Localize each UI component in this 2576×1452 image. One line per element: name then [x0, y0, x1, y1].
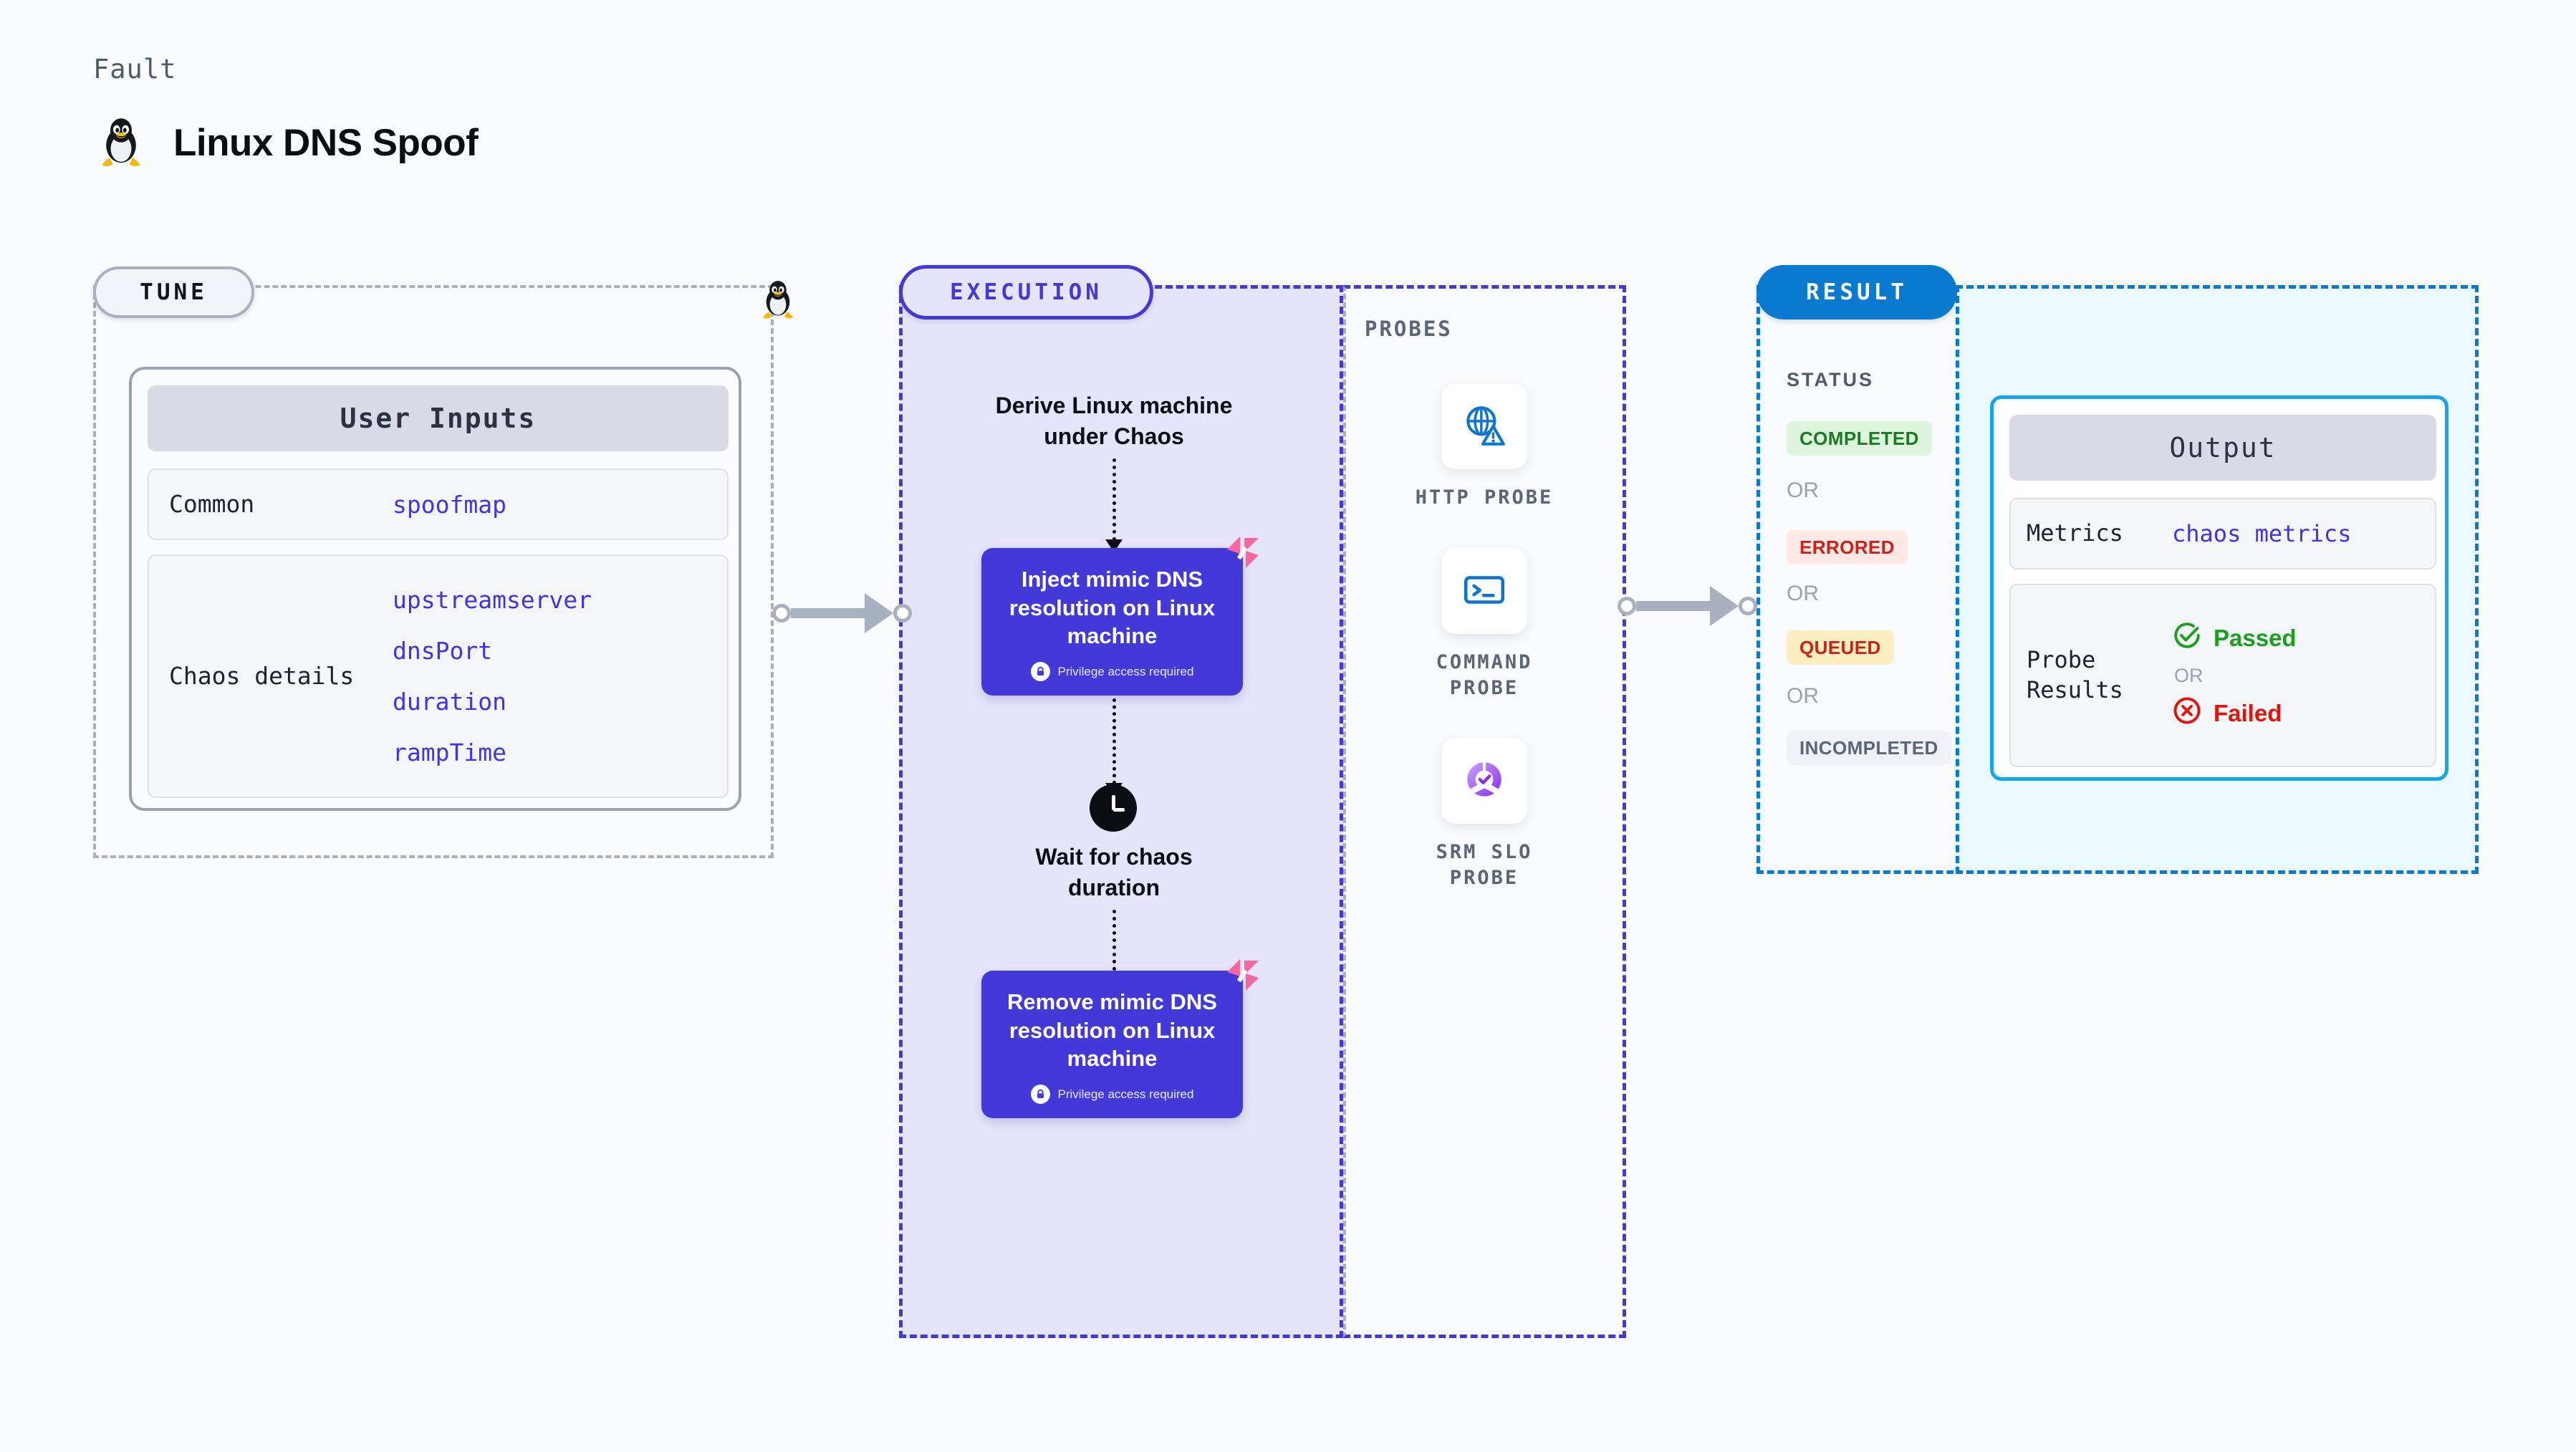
connector-end-dot [893, 604, 912, 622]
tune-value-spoofmap[interactable]: spoofmap [393, 490, 506, 519]
probe-tile [1441, 738, 1527, 824]
connector-probes-to-result [1618, 586, 1757, 626]
execution-arrow-1 [1105, 458, 1123, 552]
page-header: Linux DNS Spoof [95, 115, 479, 171]
output-probe-results-label: Probe Results [2027, 646, 2123, 703]
execution-step-wait-label: Wait for chaos duration [1035, 844, 1193, 901]
lock-icon [1030, 1085, 1050, 1105]
status-badge-queued: QUEUED [1787, 630, 1894, 665]
tune-value-duration[interactable]: duration [393, 688, 506, 716]
probe-result-failed: Failed [2172, 696, 2297, 731]
tune-row-chaos-label: Chaos details [169, 662, 355, 691]
status-or-3: OR [1787, 684, 1819, 708]
x-circle-icon [2172, 696, 2202, 731]
output-row-metrics: Metrics chaos metrics [2009, 498, 2436, 569]
execution-action-remove-sub-text: Privilege access required [1057, 1087, 1194, 1101]
probe-item-http[interactable]: HTTP PROBE [1395, 383, 1574, 511]
tux-penguin-icon [95, 115, 148, 171]
lock-icon [1030, 662, 1050, 682]
result-badge[interactable]: RESULT [1756, 265, 1957, 319]
output-row-probe-results: Probe Results Passed OR [2009, 584, 2436, 767]
execution-badge[interactable]: EXECUTION [899, 265, 1153, 319]
connector-arrowhead-icon [1710, 586, 1739, 626]
probe-tile [1441, 383, 1527, 469]
tune-panel [93, 285, 774, 858]
tune-row-chaos-values: upstreamserver dnsPort duration rampTime [393, 586, 592, 766]
tune-value-ramptime[interactable]: rampTime [393, 739, 506, 766]
tux-penguin-icon-small [757, 278, 799, 319]
tune-value-dnsport[interactable]: dnsPort [393, 637, 493, 665]
execution-action-inject-sub-text: Privilege access required [1057, 664, 1194, 678]
connector-end-dot [1739, 597, 1757, 615]
connector-tune-to-execution [772, 593, 912, 633]
probe-item-command[interactable]: COMMAND PROBE [1395, 548, 1574, 702]
tune-row-chaos-details: Chaos details upstreamserver dnsPort dur… [148, 554, 729, 798]
connector-start-dot [772, 604, 791, 622]
probe-name-command: COMMAND PROBE [1436, 651, 1533, 700]
clock-icon [1090, 784, 1137, 832]
probe-result-or: OR [2174, 664, 2203, 686]
slo-donut-check-icon [1461, 756, 1508, 807]
connector-start-dot [1618, 597, 1636, 615]
status-or-2: OR [1787, 582, 1819, 605]
output-title: Output [2009, 415, 2436, 481]
status-or-1: OR [1787, 479, 1819, 502]
tune-row-common: Common spoofmap [148, 468, 729, 540]
connector-bar [1636, 601, 1711, 611]
output-probe-results-values: Passed OR Failed [2172, 620, 2297, 731]
tune-value-upstreamserver[interactable]: upstreamserver [393, 586, 592, 614]
user-inputs-card: User Inputs Common spoofmap Chaos detail… [129, 367, 741, 811]
status-badge-completed: COMPLETED [1787, 421, 1932, 456]
harness-logo-icon [1223, 955, 1263, 995]
execution-step-derive-label: Derive Linux machine under Chaos [995, 393, 1233, 450]
status-badge-errored: ERRORED [1787, 530, 1908, 564]
execution-action-remove-title: Remove mimic DNS resolution on Linux mac… [1007, 989, 1217, 1072]
execution-action-remove-sub: Privilege access required [997, 1085, 1227, 1105]
output-card: Output Metrics chaos metrics Probe Resul… [1990, 395, 2448, 781]
connector-bar [791, 608, 866, 618]
probe-tile [1441, 548, 1527, 634]
status-label: STATUS [1787, 369, 1874, 390]
probe-result-passed-text: Passed [2214, 624, 2297, 651]
execution-action-inject[interactable]: Inject mimic DNS resolution on Linux mac… [981, 537, 1259, 696]
output-metrics-label: Metrics [2027, 519, 2123, 547]
execution-action-inject-title: Inject mimic DNS resolution on Linux mac… [1009, 567, 1216, 649]
harness-logo-icon [1223, 532, 1263, 572]
probe-result-failed-text: Failed [2214, 699, 2282, 726]
execution-action-remove[interactable]: Remove mimic DNS resolution on Linux mac… [981, 959, 1259, 1119]
connector-arrowhead-icon [865, 593, 893, 633]
globe-warning-icon [1461, 401, 1508, 452]
check-circle-icon [2172, 620, 2202, 656]
probe-name-http: HTTP PROBE [1415, 486, 1554, 509]
page-eyebrow: Fault [93, 54, 177, 85]
execution-arrow-2 [1105, 698, 1123, 796]
probe-item-srm-slo[interactable]: SRM SLO PROBE [1395, 738, 1574, 892]
page-title: Linux DNS Spoof [173, 122, 479, 164]
tune-row-common-values: spoofmap [393, 491, 506, 519]
tune-row-common-label: Common [169, 490, 255, 519]
status-badge-incompleted: INCOMPLETED [1787, 731, 1951, 765]
output-metrics-value[interactable]: chaos metrics [2172, 520, 2352, 547]
terminal-prompt-icon [1461, 566, 1508, 617]
probes-label: PROBES [1365, 317, 1453, 341]
probe-name-srm-slo: SRM SLO PROBE [1436, 841, 1533, 890]
probe-result-passed: Passed [2172, 620, 2297, 656]
tune-badge[interactable]: TUNE [93, 266, 254, 318]
execution-action-inject-sub: Privilege access required [997, 662, 1227, 682]
user-inputs-title: User Inputs [148, 385, 729, 451]
